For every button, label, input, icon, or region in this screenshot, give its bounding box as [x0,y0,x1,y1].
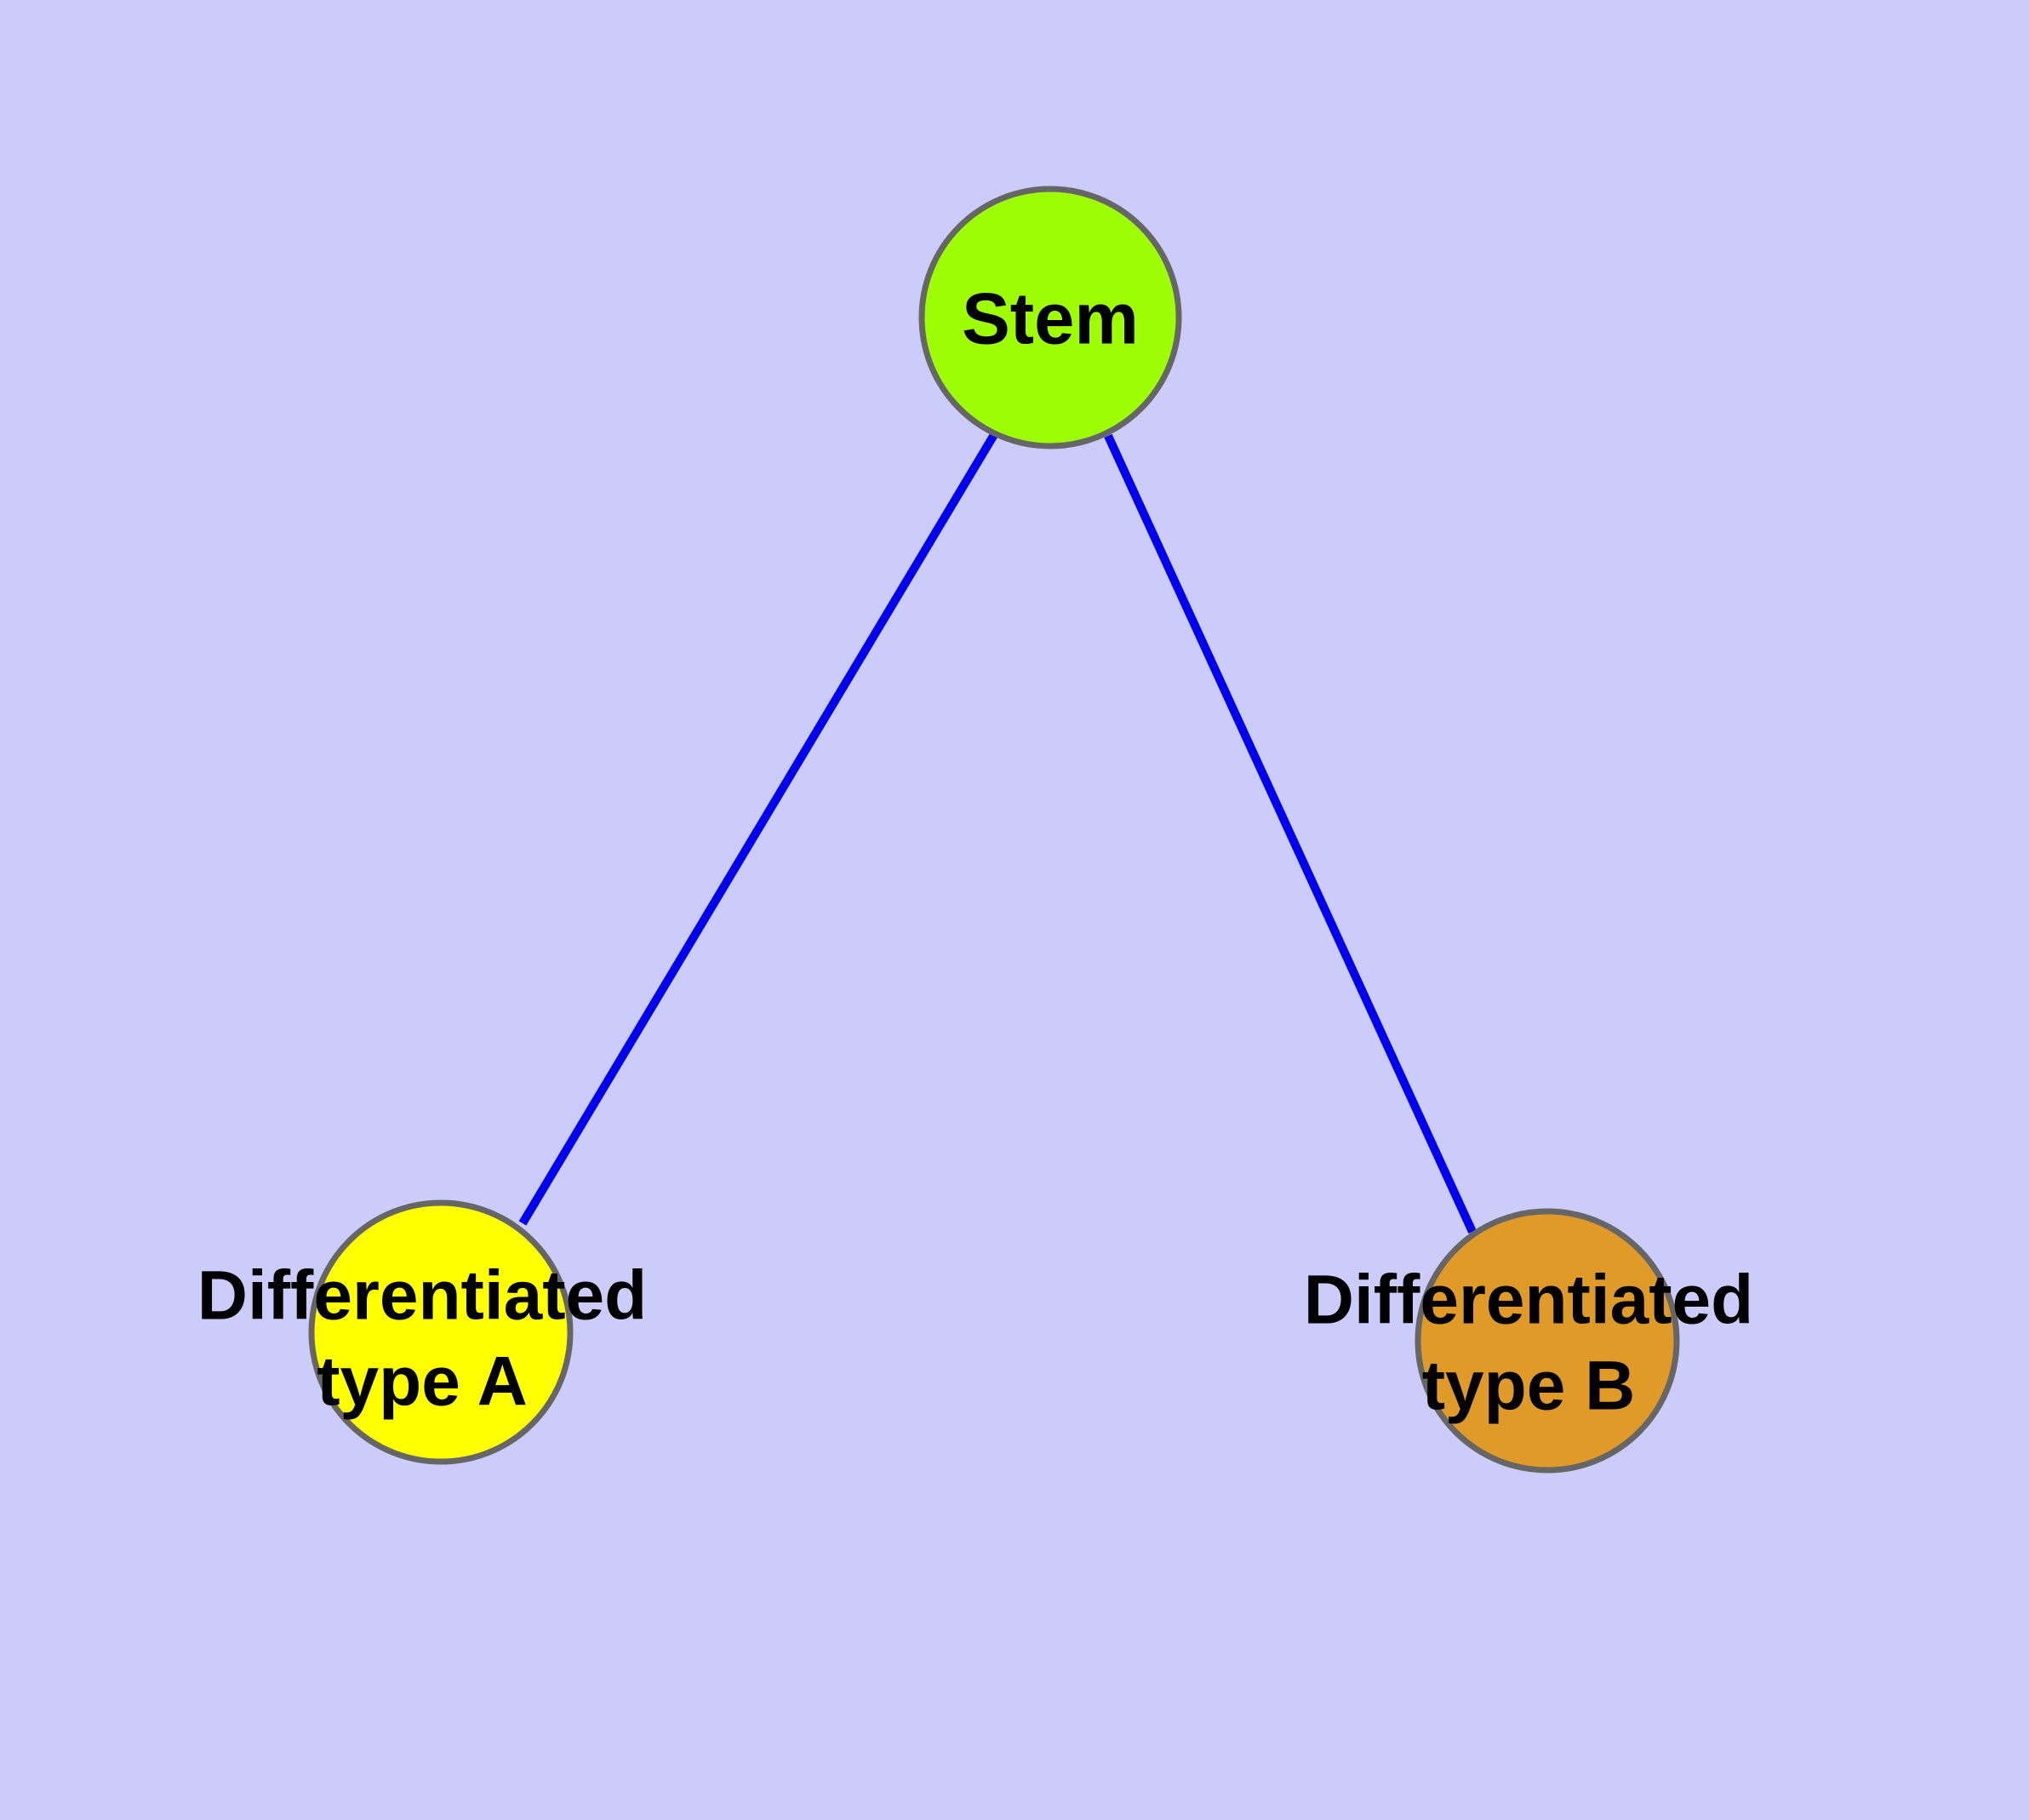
node-label-differentiated-type-b-line2: type B [1422,1348,1636,1425]
node-layer [308,186,1680,1474]
node-differentiated-type-a[interactable] [308,1199,574,1465]
node-label-differentiated-type-b-line1: Differentiated [1304,1262,1754,1339]
node-stem[interactable] [918,186,1182,449]
label-layer: Stem Differentiated type A Differentiate… [197,278,1754,1424]
node-label-stem: Stem [962,278,1139,359]
edge-layer [518,431,1477,1234]
node-differentiated-type-b[interactable] [1415,1208,1680,1474]
node-label-differentiated-type-a-line2: type A [317,1343,528,1421]
node-circle-stem[interactable] [918,186,1182,449]
node-circle-differentiated-type-b[interactable] [1415,1208,1680,1474]
node-circle-differentiated-type-a[interactable] [308,1199,574,1465]
edge-stem-to-differentiated-type-b[interactable] [1104,433,1477,1234]
edge-stem-to-differentiated-type-a[interactable] [518,431,999,1226]
node-label-differentiated-type-a-line1: Differentiated [197,1257,648,1335]
